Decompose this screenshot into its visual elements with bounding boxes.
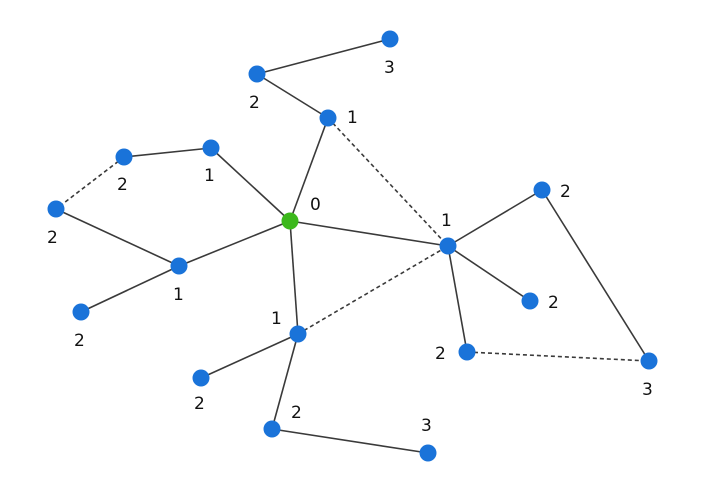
nodes-layer (47, 30, 658, 462)
edge-n-bottom-1-n-bottom-2 (271, 333, 299, 430)
node-n-left-2 (47, 200, 65, 218)
node-n-bottom-left-2 (192, 369, 210, 387)
node-n-right-low-2 (458, 343, 476, 361)
node-label-n-left-2: 2 (47, 228, 58, 248)
node-label-n-ul-1: 1 (204, 166, 215, 186)
node-n-ul-2 (115, 148, 133, 166)
node-n-bottom-1 (289, 325, 307, 343)
node-n-top-3 (381, 30, 399, 48)
node-label-root: 0 (310, 195, 321, 215)
edge-root-n-right-1 (289, 220, 449, 247)
dashed-edge-n-top-1-n-right-1 (327, 117, 449, 247)
edge-n-left-1-n-lowleft-2 (80, 265, 180, 313)
node-label-n-top-2: 2 (249, 93, 260, 113)
edge-n-right-top-2-n-right-3 (541, 189, 650, 362)
edge-root-n-top-1 (289, 117, 329, 222)
node-n-bottom-3 (419, 444, 437, 462)
node-label-n-bottom-left-2: 2 (194, 394, 205, 414)
root-node (281, 212, 299, 230)
labels-layer: 0 1 2 3 1 2 2 1 2 1 2 2 2 3 1 2 2 3 (47, 58, 653, 436)
node-n-top-1 (319, 109, 337, 127)
node-label-n-top-3: 3 (384, 58, 395, 78)
node-label-n-left-1: 1 (173, 285, 184, 305)
node-label-n-bottom-3: 3 (421, 416, 432, 436)
edge-n-bottom-1-n-bottom-left-2 (200, 333, 299, 379)
node-label-n-right-top-2: 2 (560, 182, 571, 202)
node-label-n-lowleft-2: 2 (74, 331, 85, 351)
node-n-left-1 (170, 257, 188, 275)
edge-n-ul-1-n-ul-2 (123, 147, 212, 158)
edge-root-n-left-1 (178, 220, 291, 267)
node-label-n-top-1: 1 (347, 108, 358, 128)
edge-n-left-2-n-left-1 (55, 208, 180, 267)
node-n-right-mid-2 (521, 292, 539, 310)
node-n-ul-1 (202, 139, 220, 157)
edge-n-top-2-n-top-3 (256, 38, 391, 75)
dashed-edge-n-ul-2-n-left-2 (55, 156, 125, 210)
node-label-n-bottom-1: 1 (271, 309, 282, 329)
dashed-edge-n-bottom-1-n-right-1 (297, 245, 449, 335)
edge-root-n-bottom-1 (289, 220, 299, 335)
node-n-right-3 (640, 352, 658, 370)
edge-n-right-1-n-right-top-2 (447, 189, 543, 247)
node-label-n-right-mid-2: 2 (548, 293, 559, 313)
node-label-n-bottom-2: 2 (291, 403, 302, 423)
edge-n-right-1-n-right-low-2 (447, 245, 468, 353)
node-label-n-ul-2: 2 (117, 175, 128, 195)
edge-n-bottom-2-n-bottom-3 (271, 428, 429, 454)
node-n-right-top-2 (533, 181, 551, 199)
edge-root-n-ul-1 (210, 147, 291, 222)
edges-layer (55, 38, 650, 454)
node-n-lowleft-2 (72, 303, 90, 321)
node-n-top-2 (248, 65, 266, 83)
dashed-edge-n-right-low-2-n-right-3 (466, 351, 650, 362)
node-label-n-right-3: 3 (642, 380, 653, 400)
node-n-bottom-2 (263, 420, 281, 438)
node-n-right-1 (439, 237, 457, 255)
node-label-n-right-low-2: 2 (435, 344, 446, 364)
node-label-n-right-1: 1 (441, 211, 452, 231)
edge-n-right-1-n-right-mid-2 (447, 245, 531, 302)
edge-n-top-1-n-top-2 (256, 73, 329, 119)
